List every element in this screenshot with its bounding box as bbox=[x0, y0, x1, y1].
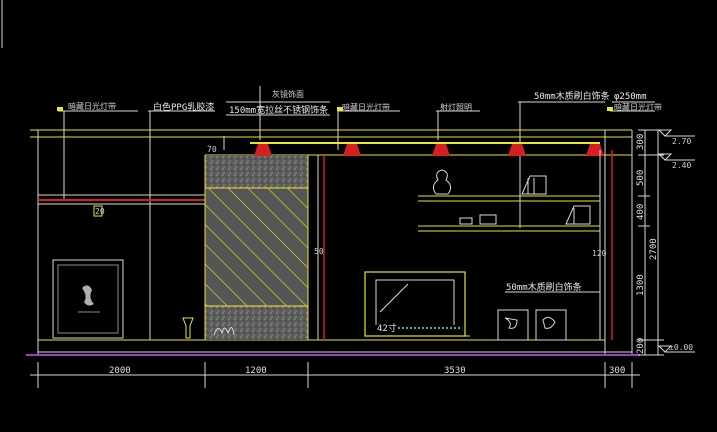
bottom-dimensions: 2000 1200 3530 300 bbox=[30, 362, 640, 388]
mark-mid-pillar: 50 bbox=[314, 247, 324, 256]
art-frame-2 bbox=[535, 309, 567, 341]
dim-bottom-1200: 1200 bbox=[245, 366, 267, 376]
tv-size-label: 42寸 bbox=[377, 322, 397, 334]
mark-right-pillar: 120 bbox=[592, 249, 607, 258]
bowl-icon bbox=[459, 217, 473, 225]
mark-left-bg bbox=[199, 145, 209, 153]
art-2-icon bbox=[542, 316, 556, 329]
dim-bottom-2000: 2000 bbox=[109, 366, 131, 376]
shelf-tag-box bbox=[93, 205, 103, 217]
label-top-g: φ250mm bbox=[614, 92, 647, 102]
spotlight-5-icon bbox=[586, 144, 604, 156]
dim-right-1300: 1300 bbox=[636, 274, 646, 296]
plant-icon bbox=[213, 327, 235, 336]
level-marker-1-icon bbox=[657, 129, 673, 137]
dish-icon bbox=[479, 214, 497, 225]
spotlights bbox=[254, 144, 604, 156]
label-top-h: 暗藏日光灯带 bbox=[614, 102, 662, 112]
tv-reflection bbox=[379, 283, 409, 313]
label-top-a: 暗藏日光灯带 bbox=[68, 101, 116, 111]
floor-vase-icon bbox=[182, 317, 194, 339]
wall-elevation: 20 70 50 bbox=[26, 129, 640, 356]
spotlight-2-icon bbox=[343, 144, 361, 156]
label-top-e: 射灯照明 bbox=[440, 102, 472, 112]
picture-frame-inner bbox=[57, 264, 119, 334]
leader-marker-d bbox=[337, 107, 343, 111]
dim-right-300: 300 bbox=[636, 134, 646, 150]
leader-marker-h bbox=[607, 107, 613, 111]
books-lower-icon bbox=[565, 205, 591, 225]
level-0-00: ±0.00 bbox=[669, 343, 693, 352]
level-2-70: 2.70 bbox=[672, 137, 691, 146]
spotlight-1-icon bbox=[254, 144, 272, 156]
annotation-labels: 暗藏日光灯带 白色PPG乳胶漆 灰镜饰面 150mm宽拉丝不锈钢饰条 暗藏日光灯… bbox=[57, 86, 662, 340]
dim-right-500: 500 bbox=[636, 170, 646, 186]
art-frame-1 bbox=[497, 309, 529, 341]
vase-ornament-icon bbox=[432, 169, 452, 195]
label-mid-right: 50mm木质刷白饰条 bbox=[506, 281, 582, 293]
label-top-f: 50mm木质刷白饰条 bbox=[534, 90, 610, 102]
level-2-40: 2.40 bbox=[672, 161, 691, 170]
mark-left-pillar: 70 bbox=[207, 145, 217, 154]
label-top-c-line1: 灰镜饰面 bbox=[272, 89, 304, 99]
label-top-d: 暗藏日光灯带 bbox=[342, 102, 390, 112]
dim-right-2700: 2700 bbox=[649, 238, 659, 260]
level-marker-2-icon bbox=[657, 153, 673, 161]
dim-bottom-3530: 3530 bbox=[444, 366, 466, 376]
dim-bottom-300: 300 bbox=[609, 366, 625, 376]
label-top-b: 白色PPG乳胶漆 bbox=[153, 101, 214, 113]
label-top-c-line2: 150mm宽拉丝不锈钢饰条 bbox=[229, 104, 328, 116]
level-marker-3-icon bbox=[657, 345, 673, 353]
mirror-hatch-panel bbox=[204, 187, 309, 307]
dim-right-200: 200 bbox=[636, 338, 646, 354]
spotlight-3-icon bbox=[432, 144, 450, 156]
leader-marker-a bbox=[57, 107, 63, 111]
books-upper-icon bbox=[521, 175, 547, 195]
shelf-tag-text: 20 bbox=[95, 207, 105, 216]
spotlight-4-icon bbox=[508, 144, 526, 156]
picture-art-icon bbox=[82, 285, 94, 306]
dim-right-400: 400 bbox=[636, 204, 646, 220]
picture-frame-outer bbox=[52, 259, 124, 339]
art-1-icon bbox=[504, 317, 518, 329]
right-dimensions: 300 500 400 2700 1300 200 2.70 2.40 ±0.0… bbox=[636, 129, 695, 356]
